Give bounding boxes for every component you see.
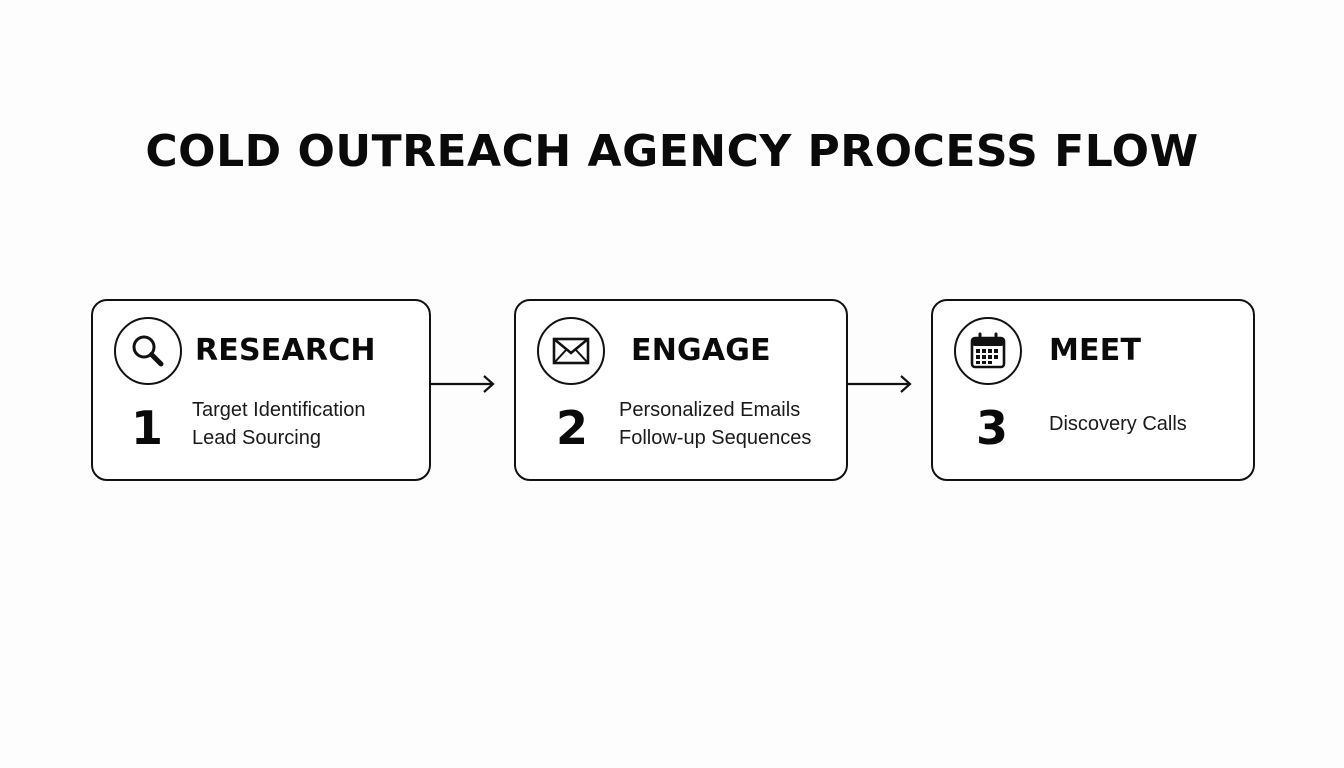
step-heading: RESEARCH xyxy=(195,333,376,368)
calendar-icon xyxy=(954,317,1022,385)
flow-arrow xyxy=(431,375,495,393)
step-box-meet: MEET 3 Discovery Calls xyxy=(931,299,1255,481)
step-box-engage: ENGAGE 2 Personalized Emails Follow-up S… xyxy=(514,299,848,481)
step-number: 2 xyxy=(556,401,589,455)
envelope-icon xyxy=(537,317,605,385)
step-item: Personalized Emails xyxy=(619,399,801,421)
step-number: 1 xyxy=(131,401,164,455)
step-heading: ENGAGE xyxy=(631,333,771,368)
step-heading: MEET xyxy=(1049,333,1142,368)
step-item: Discovery Calls xyxy=(1049,413,1187,435)
flow-arrow xyxy=(848,375,912,393)
step-items: Discovery Calls xyxy=(1049,410,1187,438)
step-item: Target Identification xyxy=(192,399,366,421)
step-number: 3 xyxy=(976,401,1009,455)
step-items: Target Identification Lead Sourcing xyxy=(192,396,365,452)
step-item: Follow-up Sequences xyxy=(619,427,812,449)
search-icon xyxy=(114,317,182,385)
step-items: Personalized Emails Follow-up Sequences xyxy=(619,396,811,452)
page-title: COLD OUTREACH AGENCY PROCESS FLOW xyxy=(145,126,1199,177)
step-item: Lead Sourcing xyxy=(192,427,321,449)
step-box-research: RESEARCH 1 Target Identification Lead So… xyxy=(91,299,431,481)
